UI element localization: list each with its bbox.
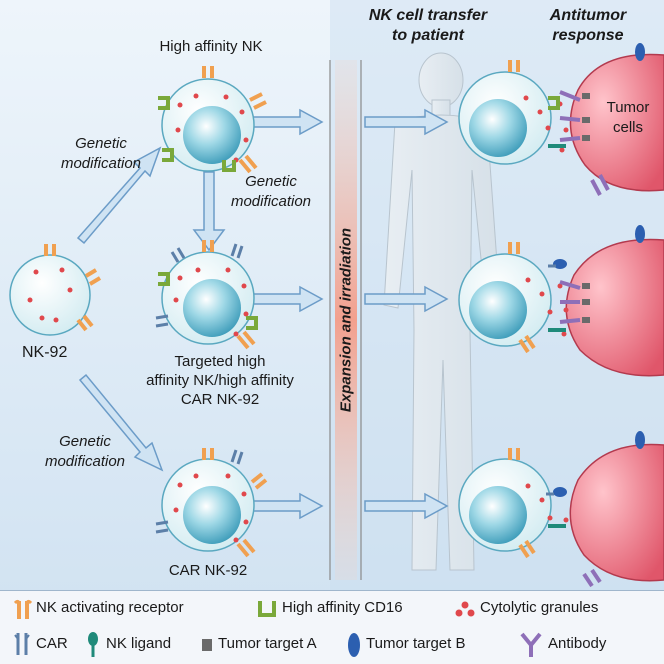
arrow-right-1 [247,108,324,136]
arrow-down-center [192,171,226,252]
label-high-affinity-nk: High affinity NK [159,38,263,55]
label-tumor: Tumor cells [592,98,664,138]
legend-nk-receptor: NK activating receptor [36,599,184,616]
header-response-line2: response [552,27,624,44]
genmod-left-bottom-line1: Genetic [59,433,111,450]
legend-nk-ligand: NK ligand [106,635,172,652]
engaged-nk-cell-2 [458,242,590,354]
expansion-bar [335,60,357,580]
header-transfer-line2: to patient [392,27,464,44]
genmod-left-bottom-line2: modification [44,453,126,470]
tumor-cell-3 [569,431,664,582]
cd16-icon [258,601,276,617]
arrow-right-2 [249,285,324,313]
target-b-icon [348,633,360,657]
genmod-center-line1: Genetic [245,173,297,190]
legend-granules: Cytolytic granules [480,599,599,616]
label-car-nk92: CAR NK-92 [168,562,248,579]
engaged-nk-cell-1 [458,60,610,196]
legend-target-a: Tumor target A [218,635,317,652]
nk92-cell [9,244,102,336]
legend-antibody: Antibody [548,635,607,652]
header-transfer-line1: NK cell transfer [368,7,488,24]
label-expansion: Expansion and irradiation [337,227,355,413]
arrow-to-high-affinity [76,146,162,245]
header-transfer: NK cell transfer to patient [362,6,494,46]
genmod-center-line2: modification [230,193,312,210]
genmod-center: Genetic modification [216,172,326,212]
genmod-left-top-line2: modification [60,155,142,172]
granules-icon [455,601,475,617]
antibody-icon [520,632,542,657]
genmod-left-top-line1: Genetic [75,135,127,152]
arrows [76,108,449,520]
legend-cd16: High affinity CD16 [282,599,403,616]
arrow-to-car-nk92 [78,373,164,472]
legend-target-b: Tumor target B [366,635,466,652]
legend: NK activating receptor High affinity CD1… [0,590,664,664]
engaged-nk-cell-3 [458,448,602,588]
targeted-nk-cell [155,240,258,350]
legend-car: CAR [36,635,68,652]
label-nk92: NK-92 [22,344,68,361]
tumor-cell-2 [565,225,664,377]
genmod-left-bottom: Genetic modification [30,432,140,472]
label-targeted-line2: affinity NK/high affinity [146,372,294,389]
label-targeted: Targeted high affinity NK/high affinity … [120,352,320,409]
high-affinity-nk-cell [158,66,267,174]
nk-receptor-icon [13,599,33,619]
header-response-line1: Antitumor [549,7,627,24]
arrow-transfer-3 [364,492,449,520]
genmod-left-top: Genetic modification [46,134,156,174]
target-a-icon [202,639,212,651]
label-tumor-line1: Tumor [606,99,650,116]
arrow-transfer-2 [364,285,449,313]
diagram-art [9,0,664,590]
car-icon [14,633,30,655]
arrow-right-3 [249,492,324,520]
label-targeted-line1: Targeted high [174,353,266,370]
tumor-cell-1 [569,43,664,192]
nk-ligand-icon [88,632,98,657]
arrow-transfer-1 [364,108,449,136]
header-response: Antitumor response [528,6,648,46]
car-nk92-cell [155,448,268,558]
label-tumor-line2: cells [612,119,643,136]
label-targeted-line3: CAR NK-92 [180,391,260,408]
